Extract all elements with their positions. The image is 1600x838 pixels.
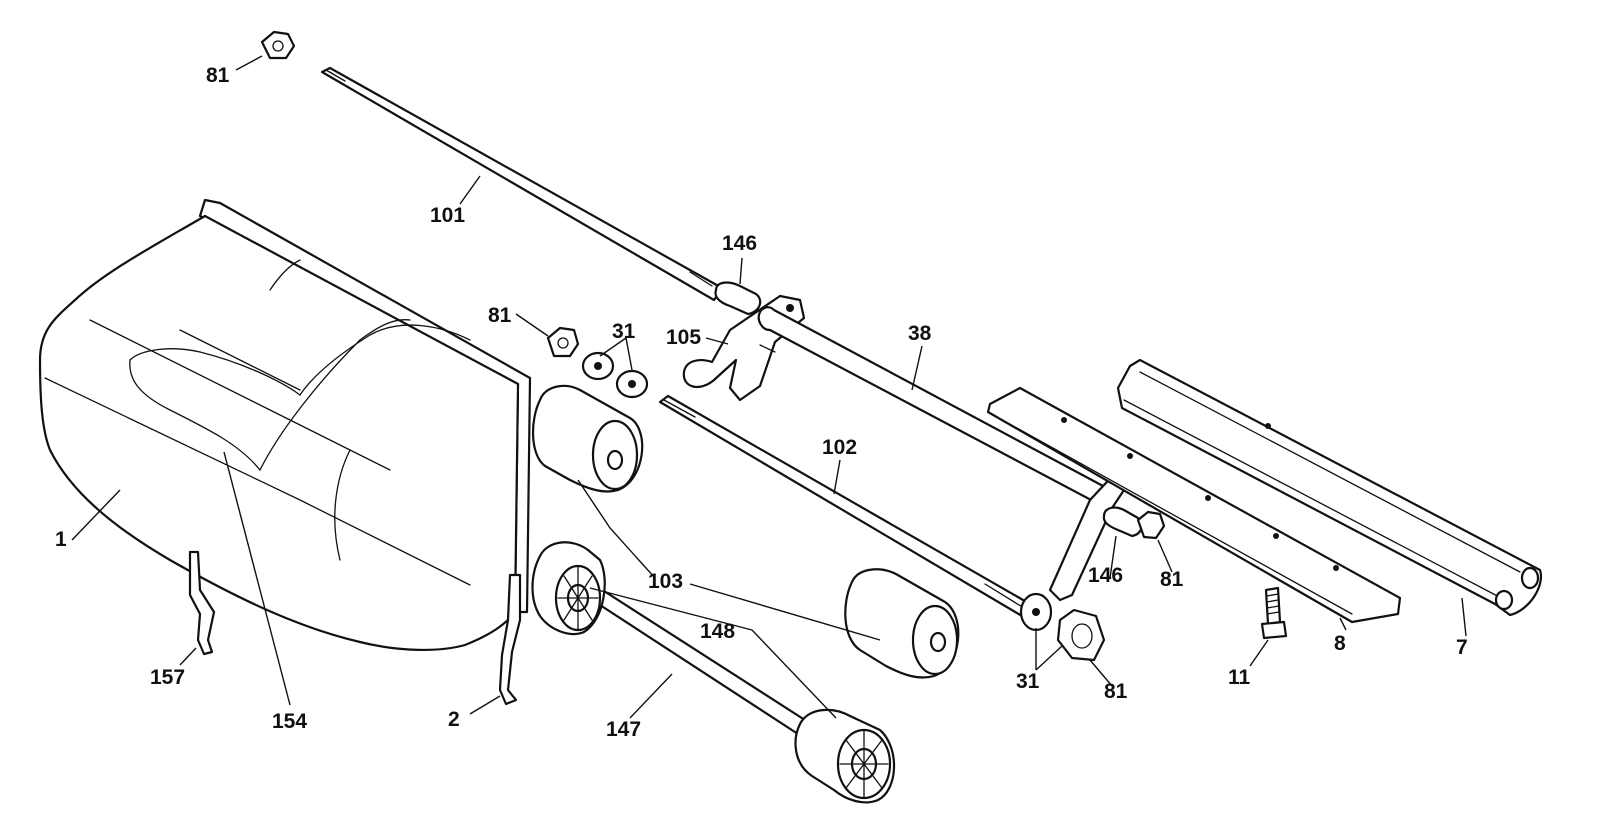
callout-157: 157 [150,666,185,689]
callout-102: 102 [822,436,857,459]
callout-147: 147 [606,718,641,741]
nut-part-81-bottom [1056,608,1106,662]
nut-part-81-top [260,30,296,60]
callout-81-top: 81 [206,64,230,87]
callout-31-top: 31 [612,320,636,343]
nut-part-81-mid [546,326,580,358]
hook-part-157 [188,550,216,656]
callout-103: 103 [648,570,683,593]
callout-labels: 81 101 146 81 31 105 38 102 1 103 148 14… [55,64,1468,741]
bar-part-8 [986,386,1402,624]
callout-148: 148 [700,620,735,643]
callout-7: 7 [1456,636,1468,659]
callout-105: 105 [666,326,701,349]
callout-154: 154 [272,710,307,733]
callout-31-bottom: 31 [1016,670,1040,693]
hook-part-2 [498,573,522,706]
callout-146-top: 146 [722,232,757,255]
spacer-part-146-top [714,281,762,316]
wheel-part-148-right [794,708,896,804]
callout-1: 1 [55,528,67,551]
washers-part-31-top [581,351,649,399]
callout-81-bottom: 81 [1104,680,1128,703]
callout-101: 101 [430,204,465,227]
callout-11: 11 [1228,666,1251,689]
shaft-part-101 [320,66,724,302]
spacer-part-146-right [1102,506,1143,538]
callout-2: 2 [448,708,460,731]
callout-38: 38 [908,322,932,345]
callout-81-right: 81 [1160,568,1184,591]
channel-part-7 [1116,358,1543,617]
roller-part-103-upper [531,384,644,493]
wheel-part-148-left [531,541,606,636]
leader-lines [71,55,1467,719]
bolt-part-11 [1260,586,1288,640]
callout-8: 8 [1334,632,1346,655]
roller-part-103-lower [844,568,960,679]
callout-81-mid: 81 [488,304,512,327]
axle-part-147 [578,580,810,736]
housing-part-1 [38,198,532,652]
washer-part-31-bottom [1019,592,1053,632]
nut-part-81-right [1136,510,1166,540]
callout-146-right: 146 [1088,564,1123,587]
